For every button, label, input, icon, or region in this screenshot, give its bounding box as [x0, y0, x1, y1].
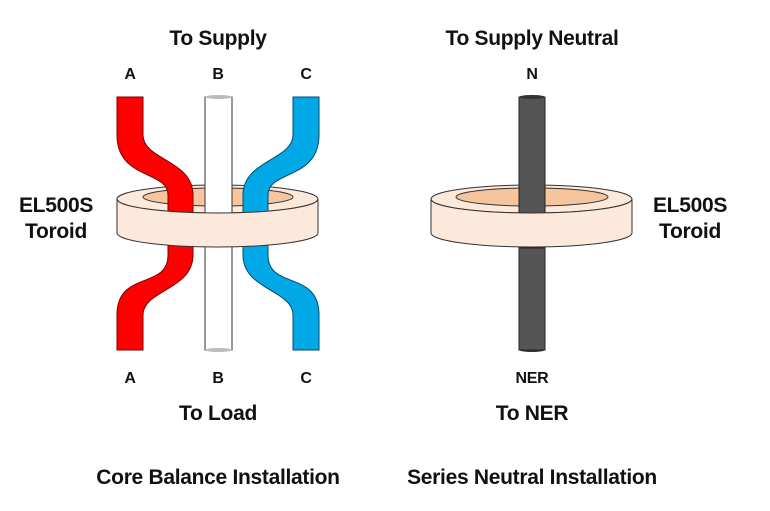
right-bottom-label: To NER — [495, 402, 569, 425]
phase-a-top-label: A — [124, 66, 136, 83]
cable-b-bottom-cap — [205, 348, 232, 352]
neutral-top-label: N — [526, 66, 538, 83]
right-caption: Series Neutral Installation — [407, 466, 657, 489]
left-toroid-band — [116, 198, 319, 248]
right-top-label: To Supply Neutral — [445, 27, 619, 50]
phase-a-bottom-label: A — [124, 370, 136, 387]
right-toroid-label-line1: EL500S — [652, 194, 728, 217]
cable-c — [242, 96, 320, 351]
left-toroid-label: EL500S Toroid — [19, 193, 93, 245]
left-caption: Core Balance Installation — [96, 466, 340, 489]
neutral-cable-top-cap — [519, 95, 545, 99]
phase-c-bottom-label: C — [300, 370, 312, 387]
phase-b-bottom-label: B — [212, 370, 224, 387]
left-top-label: To Supply — [169, 27, 267, 50]
neutral-bottom-label: NER — [515, 370, 549, 387]
neutral-cable-lower — [518, 247, 546, 351]
cable-a — [116, 96, 194, 351]
phase-b-top-label: B — [212, 66, 224, 83]
left-bottom-label: To Load — [179, 402, 257, 425]
right-toroid-label-line2: Toroid — [659, 220, 721, 243]
left-toroid-label-line2: Toroid — [25, 220, 87, 243]
phase-c-top-label: C — [300, 66, 312, 83]
cable-b-top-cap — [205, 95, 232, 99]
right-toroid-label: EL500S Toroid — [653, 193, 727, 245]
left-toroid-label-line1: EL500S — [18, 194, 94, 217]
right-toroid-band — [430, 198, 633, 248]
